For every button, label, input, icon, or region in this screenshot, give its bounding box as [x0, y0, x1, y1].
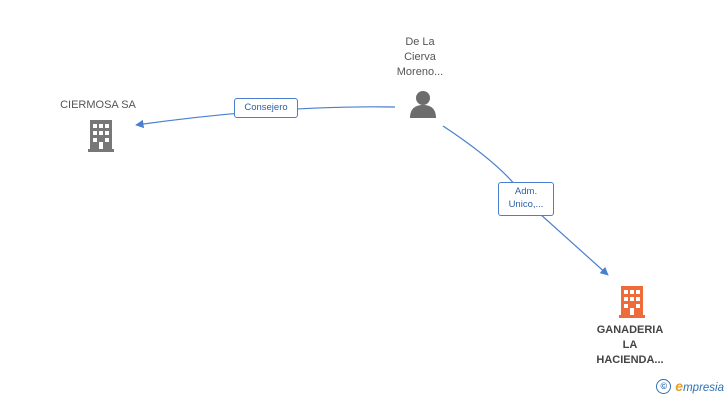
ganaderia-node-label[interactable]: GANADERIA LA HACIENDA...: [596, 324, 664, 366]
brand-initial: e: [675, 378, 684, 394]
brand-rest: mpresia: [683, 382, 724, 394]
person-node-label[interactable]: De La Cierva Moreno...: [396, 36, 444, 78]
footer-brand: © empresia: [656, 378, 724, 394]
building-highlight-icon[interactable]: [616, 284, 648, 318]
building-icon[interactable]: [85, 118, 117, 152]
edge-label-adm[interactable]: Adm. Unico,...: [498, 182, 554, 216]
edge-label-consejero[interactable]: Consejero: [234, 98, 298, 118]
brand-name[interactable]: empresia: [675, 378, 724, 394]
ciermosa-node-label[interactable]: CIERMOSA SA: [60, 99, 136, 111]
person-icon[interactable]: [408, 89, 438, 119]
copyright-icon: ©: [656, 378, 672, 394]
